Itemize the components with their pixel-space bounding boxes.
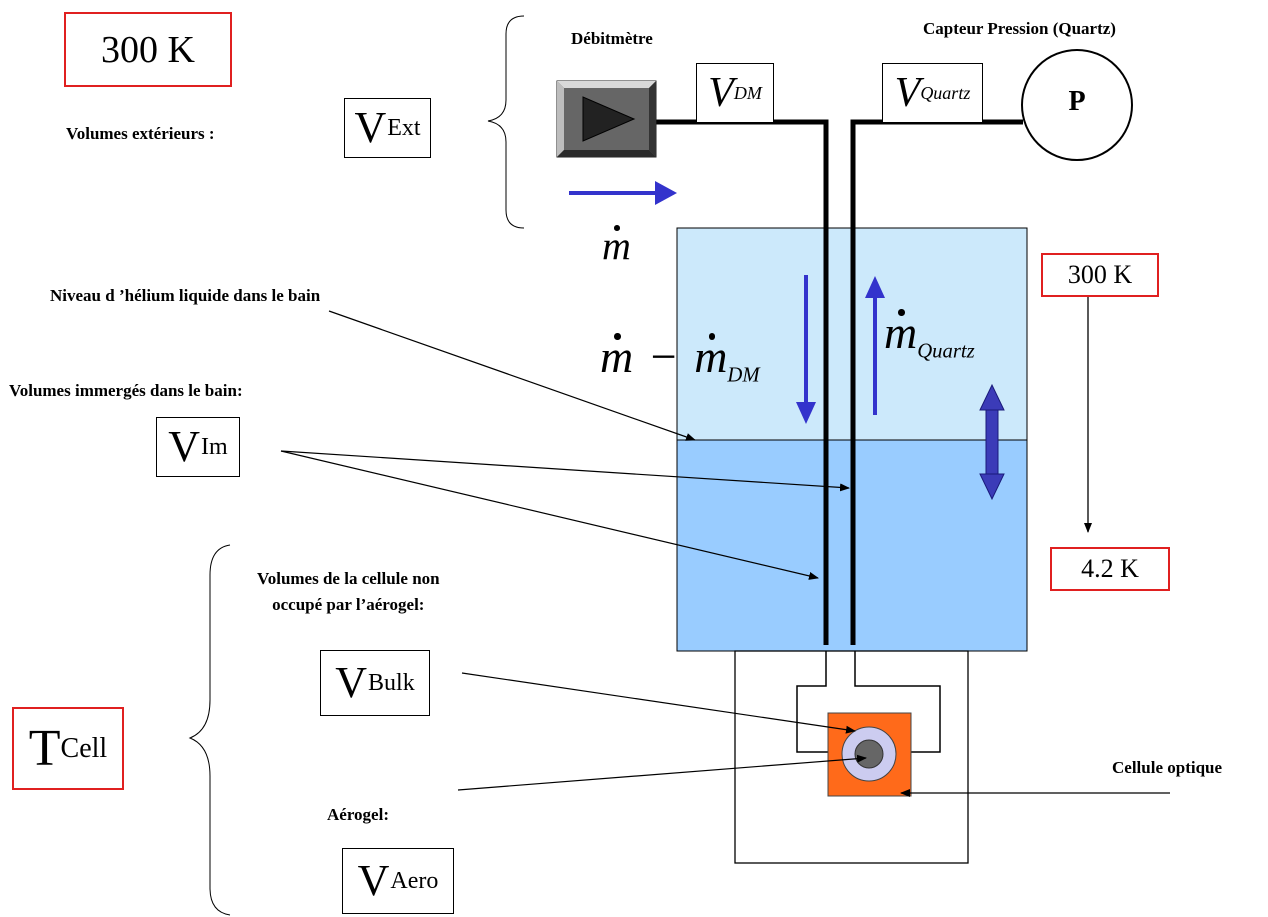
- v-dm-sub: DM: [733, 83, 762, 103]
- v-aero-base: V: [357, 856, 390, 905]
- capillary-left: [796, 651, 828, 753]
- mass-flow-minus-dm: m − mDM: [600, 331, 760, 387]
- mass-flow-dm-sub: DM: [727, 364, 760, 387]
- volumes-exterieurs-label: Volumes extérieurs :: [66, 124, 215, 143]
- t-cell-base: T: [28, 720, 61, 777]
- v-aero-sub: Aero: [390, 868, 439, 894]
- brace-exterior: [487, 15, 525, 229]
- volumes-cellule-label: Volumes de la cellule non occupé par l’a…: [257, 569, 440, 614]
- v-ext-base: V: [354, 103, 387, 152]
- level-double-arrow: [979, 383, 1005, 501]
- v-im-sub: Im: [201, 434, 228, 460]
- v-im-base: V: [168, 422, 201, 471]
- capillary-right: [854, 651, 941, 753]
- temp-bottom-box: 4.2 K: [1050, 547, 1170, 591]
- v-bulk-base: V: [335, 658, 368, 707]
- mass-flow-m2: m: [600, 331, 634, 382]
- brace-cell: [188, 544, 231, 916]
- pressure-gauge-label: P: [1068, 86, 1086, 117]
- capteur-pression-label: Capteur Pression (Quartz): [923, 19, 1116, 38]
- arrow-to-liquid-level: [328, 310, 696, 441]
- mass-flow-quartz-sub: Quartz: [917, 340, 975, 363]
- v-quartz-base: V: [894, 70, 921, 116]
- minus-sign: −: [650, 331, 677, 382]
- arrow-vbulk-to-cell: [461, 672, 856, 734]
- down-flow-arrow-head: [796, 402, 816, 424]
- flowmeter-icon: [556, 80, 657, 158]
- mass-flow-quartz: mQuartz: [884, 307, 975, 363]
- temp-top-label: 300 K: [1067, 260, 1133, 289]
- pressure-gauge-icon: [1021, 49, 1133, 161]
- arrow-vim-to-right-tube: [280, 450, 850, 492]
- optical-cell-icon: [827, 712, 912, 797]
- vacuum-box: [734, 650, 969, 864]
- v-dm-base: V: [708, 70, 734, 116]
- cellule-optique-label: Cellule optique: [1112, 758, 1223, 777]
- mass-flow-m3: m: [694, 331, 728, 382]
- flow-arrow-head: [655, 181, 677, 205]
- temp-top-box: 300 K: [1041, 253, 1159, 297]
- volumes-cellule-line1: Volumes de la cellule non: [257, 569, 440, 588]
- temp-room-box: 300 K: [64, 12, 232, 87]
- v-bulk-sub: Bulk: [368, 670, 415, 696]
- arrow-vim-to-left-tube: [280, 450, 819, 580]
- mass-flow-m4: m: [884, 307, 918, 358]
- temp-bottom-label: 4.2 K: [1081, 554, 1139, 583]
- mass-flow-m: m: [602, 223, 631, 268]
- volumes-cellule-line2: occupé par l’aérogel:: [272, 594, 425, 614]
- volumes-immerges-label: Volumes immergés dans le bain:: [9, 381, 243, 400]
- up-flow-arrow-head: [865, 276, 885, 298]
- v-quartz-sub: Quartz: [920, 83, 971, 103]
- temp-room-label: 300 K: [101, 28, 195, 71]
- arrow-vaero-to-cell: [457, 754, 867, 791]
- mass-flow-symbol: m: [602, 223, 631, 268]
- v-ext-sub: Ext: [387, 115, 421, 141]
- aerogel-label: Aérogel:: [327, 805, 389, 824]
- t-cell-sub: Cell: [60, 732, 108, 764]
- niveau-helium-label: Niveau d ’hélium liquide dans le bain: [50, 286, 321, 305]
- debitmetre-label: Débitmètre: [571, 29, 653, 48]
